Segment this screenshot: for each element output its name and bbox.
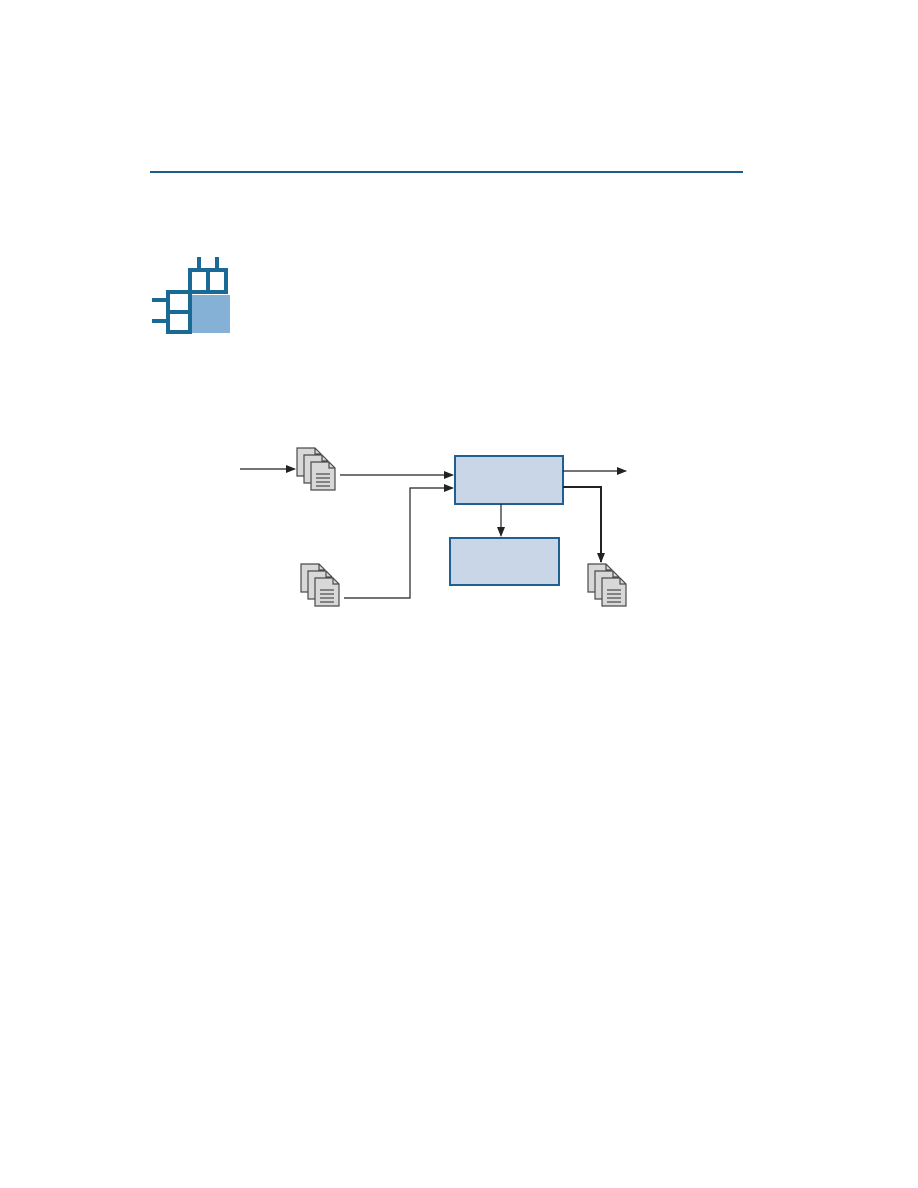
document-stack-icon <box>296 447 336 491</box>
logo-square-top-left <box>188 268 210 294</box>
secondary-docs-connector <box>344 484 454 599</box>
logo-square-left-top <box>166 290 192 314</box>
logo-square-top-right <box>206 268 228 294</box>
header-rule <box>150 171 743 173</box>
document-stack-icon <box>300 563 340 607</box>
process-flow-diagram <box>240 447 627 607</box>
output-docs-connector <box>563 486 605 563</box>
secondary-box <box>449 537 560 586</box>
logo-fill-block <box>190 295 230 333</box>
process-box <box>454 455 564 505</box>
grid-blocks-icon <box>152 257 230 334</box>
logo-square-left-bottom <box>166 310 192 334</box>
document-stack-icon <box>587 563 627 607</box>
